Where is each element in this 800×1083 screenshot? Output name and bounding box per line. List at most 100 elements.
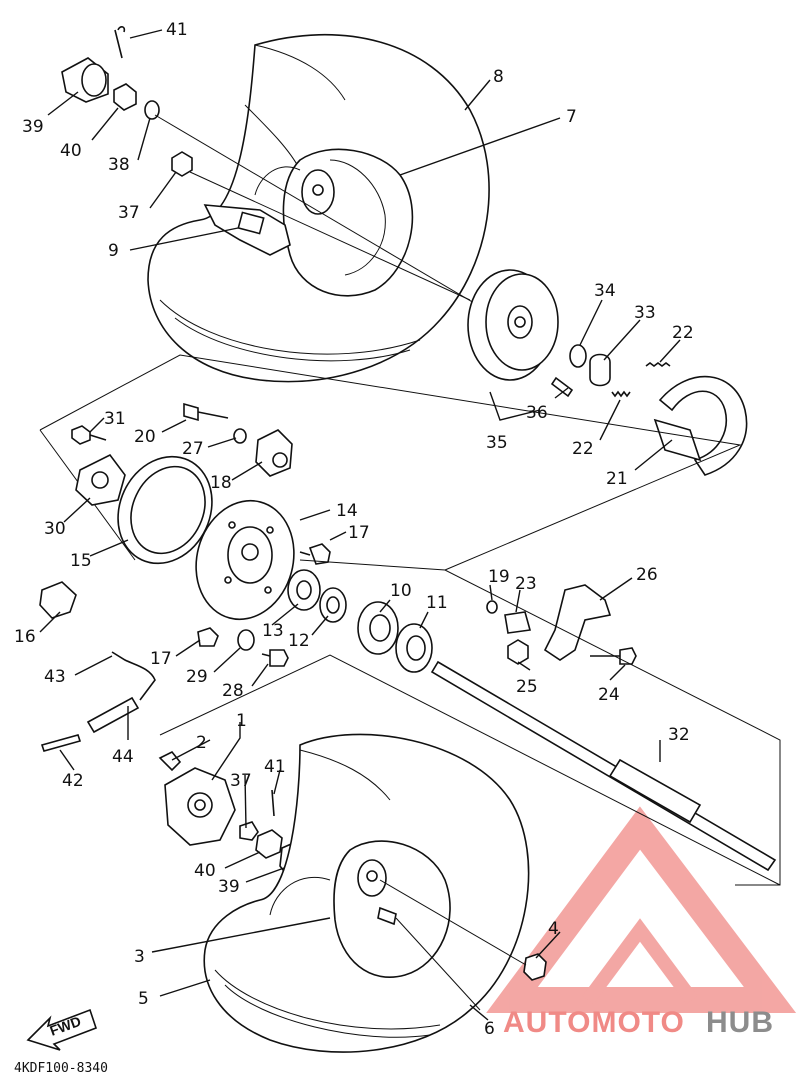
- collar-29: [237, 629, 255, 651]
- spring-22-lower: [611, 390, 631, 398]
- bolt-28: [269, 649, 289, 667]
- callout-2: 2: [196, 733, 207, 753]
- callout-25: 25: [516, 677, 538, 697]
- o-ring-19: [486, 600, 498, 614]
- rear-axle-32: [159, 559, 781, 886]
- watermark-text-automoto: AUTOMOTO: [503, 1006, 685, 1039]
- callout-42: 42: [62, 771, 84, 791]
- washer-38: [144, 100, 160, 120]
- callout-27: 27: [182, 439, 204, 459]
- pin-42: [40, 734, 82, 752]
- bearing-11: [395, 623, 433, 673]
- callout-17: 17: [348, 523, 370, 543]
- stud-6: [377, 906, 397, 926]
- callout-9: 9: [108, 241, 119, 261]
- bolt-24: [619, 647, 637, 665]
- bearing-12: [319, 587, 347, 623]
- bolt-20: [183, 402, 199, 422]
- callout-12: 12: [288, 631, 310, 651]
- callout-34: 34: [594, 281, 616, 301]
- leader-lines: [39, 29, 681, 1021]
- callout-29: 29: [186, 667, 208, 687]
- bracket-16: [39, 581, 77, 619]
- seal-15: [117, 455, 213, 565]
- o-ring-34: [569, 344, 587, 368]
- callout-24: 24: [598, 685, 620, 705]
- brake-shoes-21: [653, 375, 748, 476]
- callout-33: 33: [634, 303, 656, 323]
- clip-23: [504, 611, 532, 634]
- callout-43: 43: [44, 667, 66, 687]
- washer-27: [233, 428, 247, 444]
- pipe-44: [86, 696, 140, 734]
- callout-3: 3: [134, 947, 145, 967]
- bolt-31: [71, 425, 91, 445]
- hub-cap-39: [61, 57, 109, 103]
- callout-10: 10: [390, 581, 412, 601]
- hub-18: [255, 429, 293, 477]
- fwd-arrow-icon: FWD: [26, 1008, 98, 1051]
- bolt-36: [550, 376, 574, 398]
- callout-41: 41: [264, 757, 286, 777]
- callout-40: 40: [60, 141, 82, 161]
- bearing-10: [357, 601, 399, 655]
- callout-26: 26: [636, 565, 658, 585]
- callout-39: 39: [22, 117, 44, 137]
- cotter-pin-41: [114, 26, 126, 59]
- callout-40: 40: [194, 861, 216, 881]
- callout-37: 37: [118, 203, 140, 223]
- callout-14: 14: [336, 501, 358, 521]
- callout-37: 37: [230, 771, 252, 791]
- nut-40: [113, 83, 137, 111]
- callout-11: 11: [426, 593, 448, 613]
- callout-39: 39: [218, 877, 240, 897]
- callout-15: 15: [70, 551, 92, 571]
- nut-40b: [255, 829, 283, 859]
- bearing-13: [287, 569, 321, 611]
- callout-16: 16: [14, 627, 36, 647]
- lower-wheel-assembly: [158, 733, 547, 1053]
- cotter-pin-41b: [271, 789, 275, 817]
- bolt-2: [158, 750, 182, 772]
- diagram-code: 4KDF100-8340: [14, 1061, 108, 1076]
- watermark-logo: [486, 806, 797, 1013]
- callout-labels: 41 8 39 40 38 7 37 9 34 33 22 36 35 22 2…: [14, 20, 694, 1039]
- callout-31: 31: [104, 409, 126, 429]
- bolt-17b: [197, 627, 219, 647]
- callout-41: 41: [166, 20, 188, 40]
- hub-disc-14: [195, 499, 295, 621]
- middle-hub-box: [39, 354, 742, 673]
- callout-4: 4: [548, 919, 559, 939]
- callout-28: 28: [222, 681, 244, 701]
- callout-8: 8: [493, 67, 504, 87]
- callout-19: 19: [488, 567, 510, 587]
- callout-6: 6: [484, 1019, 495, 1039]
- brake-drum-35: [467, 269, 559, 381]
- callout-22: 22: [572, 439, 594, 459]
- callout-22: 22: [672, 323, 694, 343]
- callout-18: 18: [210, 473, 232, 493]
- nut-37: [171, 151, 193, 177]
- callout-1: 1: [236, 711, 247, 731]
- callout-17: 17: [150, 649, 172, 669]
- bushing-33: [589, 353, 611, 387]
- watermark-text-hub: HUB: [706, 1006, 774, 1039]
- callout-32: 32: [668, 725, 690, 745]
- callout-30: 30: [44, 519, 66, 539]
- callout-7: 7: [566, 107, 577, 127]
- callout-36: 36: [526, 403, 548, 423]
- callout-38: 38: [108, 155, 130, 175]
- hub-1: [164, 767, 236, 846]
- callout-44: 44: [112, 747, 134, 767]
- rim-lower: [333, 840, 451, 978]
- nut-25: [507, 639, 529, 665]
- callout-13: 13: [262, 621, 284, 641]
- caliper-bracket-26: [543, 584, 612, 661]
- clip-43: [111, 651, 156, 701]
- callout-23: 23: [515, 574, 537, 594]
- spring-22-upper: [645, 362, 671, 367]
- upper-wheel-assembly: [61, 26, 748, 476]
- callout-21: 21: [606, 469, 628, 489]
- callout-35: 35: [486, 433, 508, 453]
